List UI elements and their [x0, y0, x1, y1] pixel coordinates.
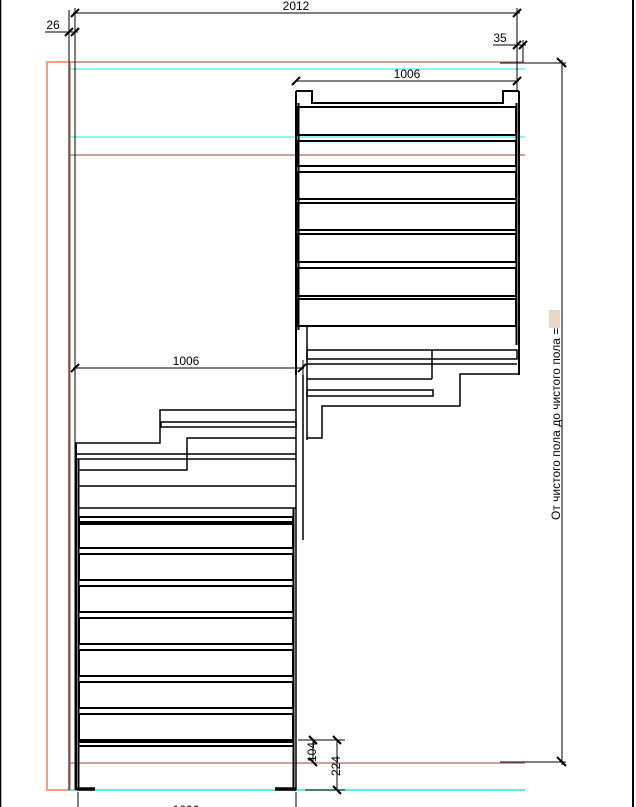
- dim-step-large: 224: [329, 756, 343, 776]
- lower-flight: [75, 443, 295, 790]
- height-label-group: От чистого пола до чистого пола =: [549, 310, 563, 520]
- wall-outline: [46, 61, 71, 791]
- dim-lower-flight-width: 1006: [173, 354, 200, 368]
- dimension-ticks: [64, 8, 567, 795]
- dim-right-offset: 35: [493, 31, 507, 45]
- dimension-lines: [45, 8, 566, 807]
- height-label: От чистого пола до чистого пола =: [549, 328, 563, 520]
- dim-step-small: 104: [305, 742, 319, 762]
- dim-bottom-flight-width: 1006: [173, 803, 200, 807]
- winder-lower: [75, 375, 304, 790]
- dim-overall-width: 2012: [283, 0, 310, 13]
- height-value-redacted: [549, 310, 560, 328]
- upper-flight: [295, 90, 520, 375]
- winder-upper: [306, 327, 519, 440]
- dim-left-offset: 26: [46, 18, 60, 32]
- dim-upper-flight-width: 1006: [394, 67, 421, 81]
